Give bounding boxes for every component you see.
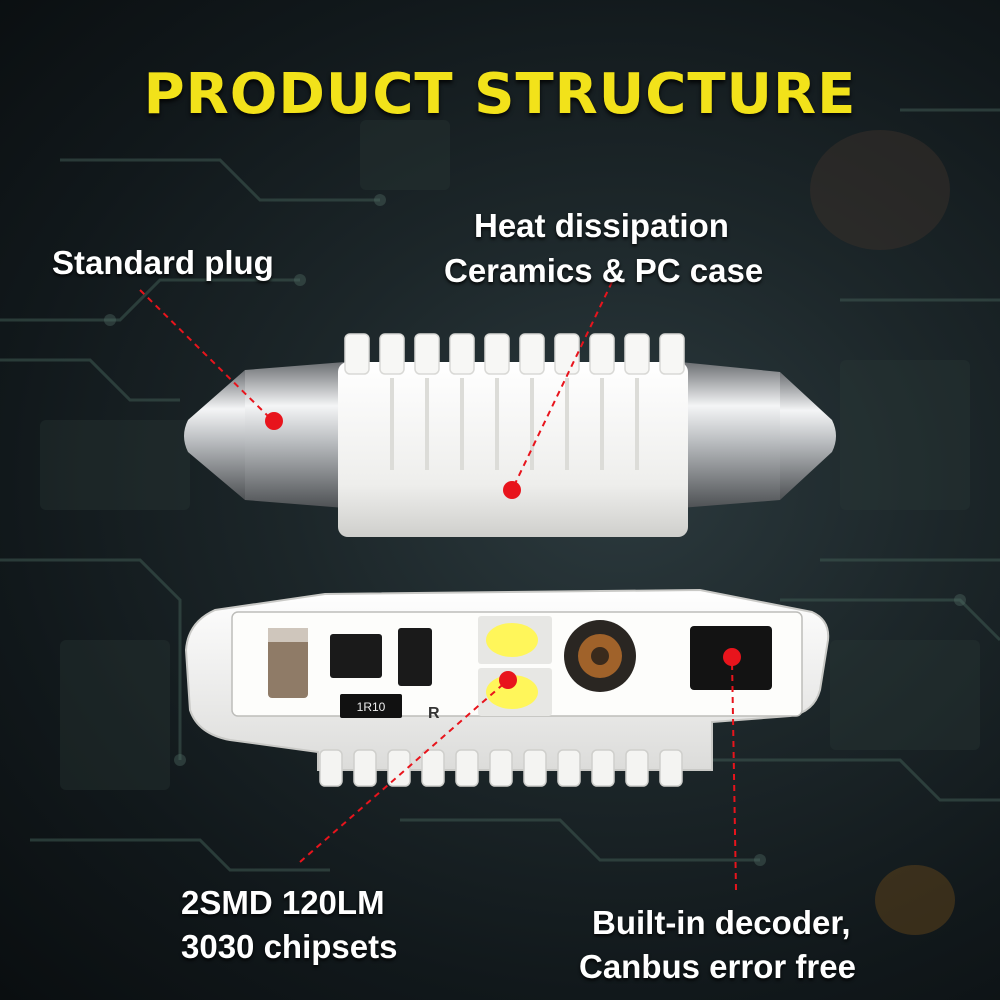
label-2smd-120lm: 2SMD 120LM [181, 884, 385, 921]
label-ceramics-case: Ceramics & PC case [444, 252, 764, 289]
decoder-chip [690, 626, 772, 690]
transistor [330, 634, 382, 678]
led-chip-2 [486, 675, 538, 709]
right-metal-cap [680, 362, 836, 508]
label-canbus-error-free: Canbus error free [579, 948, 856, 985]
label-heat-dissipation: Heat dissipation [474, 207, 729, 244]
diode [398, 628, 432, 686]
page-title: PRODUCT STRUCTURE [143, 62, 857, 127]
label-standard-plug: Standard plug [52, 244, 274, 281]
board-letter: R [428, 705, 440, 722]
label-built-in-decoder: Built-in decoder, [592, 904, 851, 941]
label-3030-chipsets: 3030 chipsets [181, 928, 398, 965]
led-chip-1 [486, 623, 538, 657]
resistor-marking: 1R10 [357, 700, 386, 714]
capacitor [268, 628, 308, 698]
